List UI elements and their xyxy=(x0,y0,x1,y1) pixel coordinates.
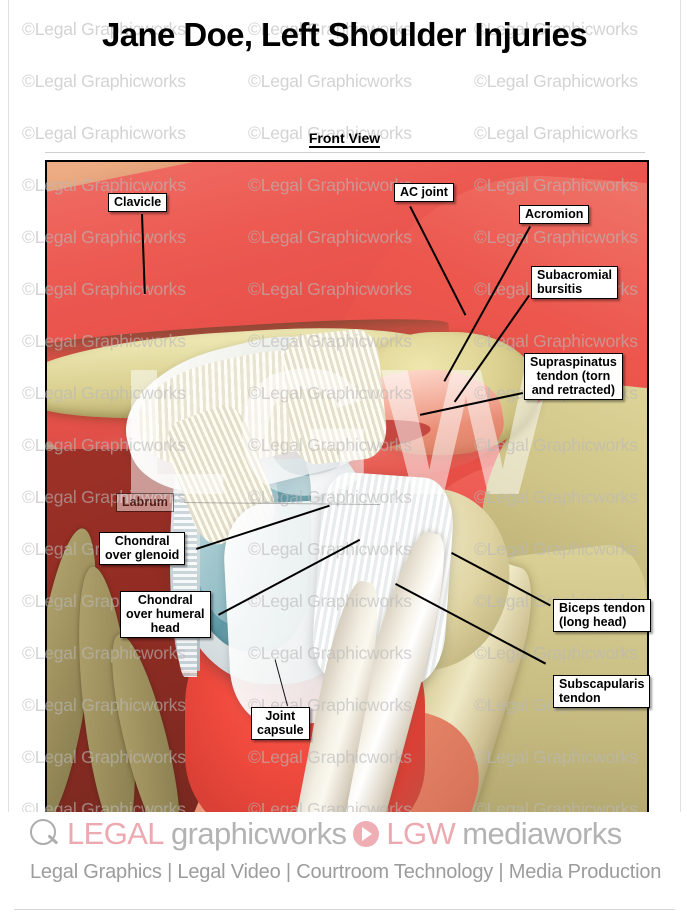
footer-divider xyxy=(14,909,675,910)
watermark-text: ©Legal Graphicworks xyxy=(474,71,638,91)
label-acromion[interactable]: Acromion xyxy=(519,205,590,224)
label-biceps-tendon[interactable]: Biceps tendon (long head) xyxy=(553,599,652,632)
label-joint-capsule[interactable]: Joint capsule xyxy=(251,707,310,740)
watermark-text: ©Legal Graphicworks xyxy=(248,71,412,91)
label-clavicle[interactable]: Clavicle xyxy=(108,193,168,212)
view-label-text: Front View xyxy=(308,130,381,148)
brand-legal: LEGAL xyxy=(67,816,165,851)
lgw-overlay-watermark: LGW xyxy=(119,332,557,533)
play-icon xyxy=(353,820,380,847)
label-chondral-humeral[interactable]: Chondral over humeral head xyxy=(120,591,211,638)
brand-mediaworks: mediaworks xyxy=(462,816,622,851)
brand-graphicworks: graphicworks xyxy=(170,816,347,851)
label-supraspinatus[interactable]: Supraspinatus tendon (torn and retracted… xyxy=(524,353,623,400)
label-subscapularis[interactable]: Subscapularis tendon xyxy=(553,675,651,708)
label-chondral-glenoid[interactable]: Chondral over glenoid xyxy=(99,532,186,565)
header-divider xyxy=(45,152,645,153)
page-edge-left xyxy=(8,0,9,919)
page-edge-right xyxy=(680,0,681,919)
label-subacromial-bursitis[interactable]: Subacromial bursitis xyxy=(531,266,619,299)
anatomy-illustration: LGW xyxy=(45,160,649,816)
footer-tagline: Legal Graphics | Legal Video | Courtroom… xyxy=(30,861,662,883)
view-label: Front View xyxy=(0,130,689,148)
watermark-text: ©Legal Graphicworks xyxy=(22,71,186,91)
brand-lgw: LGW xyxy=(386,816,456,851)
label-ac-joint[interactable]: AC joint xyxy=(394,183,454,202)
page-title: Jane Doe, Left Shoulder Injuries xyxy=(101,16,588,53)
label-labrum[interactable]: Labrum xyxy=(116,493,174,512)
magnifier-icon xyxy=(30,818,60,849)
footer: LEGAL graphicworks LGW mediaworks Legal … xyxy=(0,812,689,919)
brand-row: LEGAL graphicworks LGW mediaworks xyxy=(30,818,622,849)
